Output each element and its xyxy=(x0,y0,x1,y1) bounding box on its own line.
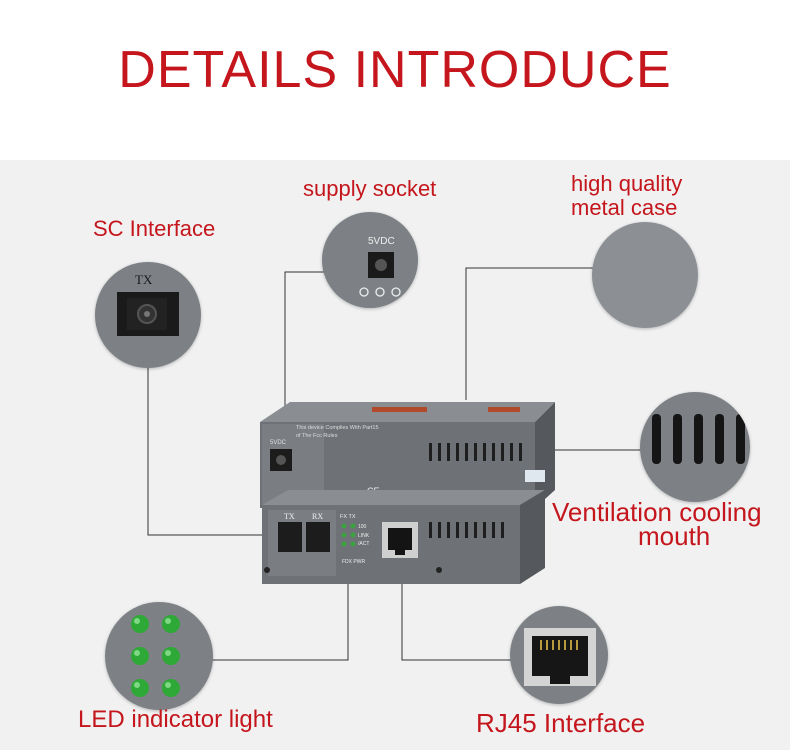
led-labels-top: FX TX xyxy=(340,514,356,520)
rx-label: RX xyxy=(312,512,323,521)
tx-label: TX xyxy=(284,512,295,521)
compliance-text-2: of The Fcc Rules xyxy=(296,433,338,439)
ventilation-label-2: mouth xyxy=(638,521,711,551)
metal-case-label-2: metal case xyxy=(571,195,678,220)
led-act-label: /ACT xyxy=(358,541,369,547)
led-indicator-zoom xyxy=(105,602,213,710)
rj45-label: RJ45 Interface xyxy=(476,708,646,738)
sc-interface-zoom: TX xyxy=(95,262,201,368)
page-title: DETAILS INTRODUCE xyxy=(118,41,672,99)
led-100-label: 100 xyxy=(358,524,367,530)
power-label-small: 5VDC xyxy=(270,440,287,446)
supply-socket-zoom: 5VDC xyxy=(322,212,418,308)
ventilation-zoom xyxy=(640,392,750,502)
sc-interface-label: SC Interface xyxy=(93,216,216,241)
rj45-zoom xyxy=(510,606,608,704)
compliance-text: This device Complies With Part15 xyxy=(296,425,379,431)
metal-case-label-1: high quality xyxy=(571,171,683,196)
supply-socket-label: supply socket xyxy=(303,176,437,201)
socket-5vdc-label: 5VDC xyxy=(368,236,395,247)
led-label: LED indicator light xyxy=(78,706,273,733)
ventilation-label-1: Ventilation cooling xyxy=(552,497,762,527)
led-link-label: LINK xyxy=(358,533,370,539)
bottom-unit: TX RX FX TX 100 LINK /ACT FDX PWR xyxy=(262,490,545,584)
led-labels-bottom: FDX PWR xyxy=(342,559,365,565)
metal-case-zoom xyxy=(592,222,698,328)
sc-tx-label: TX xyxy=(135,272,153,287)
